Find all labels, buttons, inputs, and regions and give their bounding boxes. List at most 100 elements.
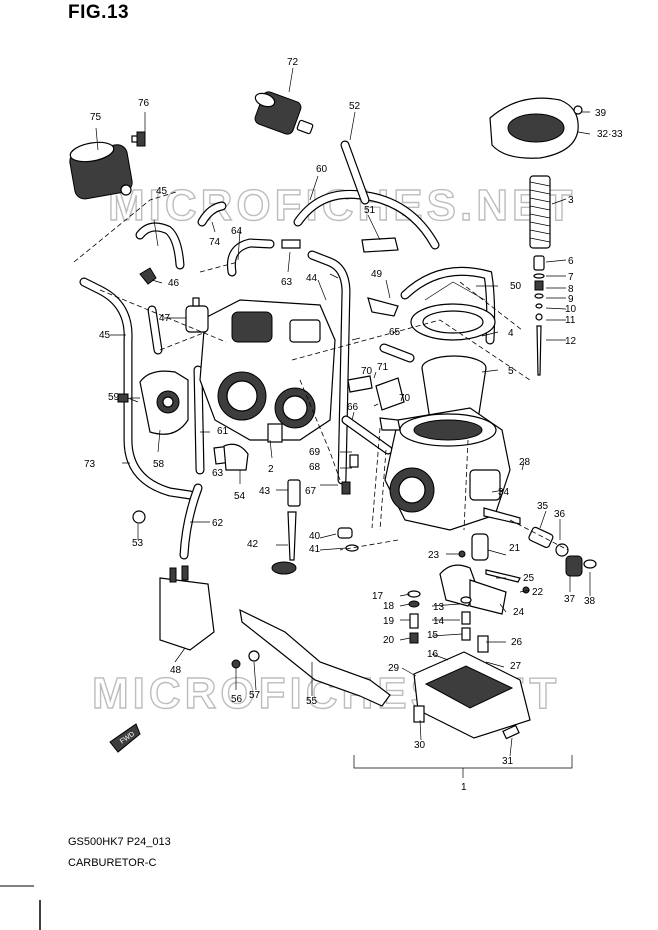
parts-67-69 <box>341 454 359 495</box>
bowl-29 <box>413 635 531 740</box>
callout-19: 19 <box>383 616 395 627</box>
callout-31: 31 <box>502 756 514 767</box>
clamp-54 <box>223 443 249 471</box>
plate-55 <box>239 608 391 707</box>
callout-64: 64 <box>231 226 243 237</box>
callout-56: 56 <box>231 694 243 705</box>
callout-6: 6 <box>568 256 574 267</box>
bolt-76 <box>136 131 146 147</box>
callout-27: 27 <box>510 661 522 672</box>
hose-62 <box>179 483 203 560</box>
callout-73: 73 <box>84 459 96 470</box>
callout-36: 36 <box>554 509 566 520</box>
callout-24: 24 <box>513 607 525 618</box>
screw-42 <box>271 511 297 575</box>
clip-53 <box>132 510 146 524</box>
callout-45-top: 45 <box>156 186 168 197</box>
clip-46 <box>139 267 157 285</box>
spring-3 <box>529 175 551 249</box>
parts-21-25 <box>458 533 530 594</box>
top-cover-32-33 <box>489 97 583 159</box>
joint-49 <box>367 297 399 317</box>
callout-76: 76 <box>138 98 150 109</box>
callout-38: 38 <box>584 596 596 607</box>
callout-63-top: 63 <box>281 277 293 288</box>
callout-16: 16 <box>427 649 439 660</box>
hose-61 <box>193 365 205 475</box>
float-24 <box>439 564 507 615</box>
callout-30: 30 <box>414 740 426 751</box>
callout-51: 51 <box>364 205 376 216</box>
callout-8: 8 <box>568 284 574 295</box>
cap-58 <box>139 370 189 435</box>
callout-18: 18 <box>383 601 395 612</box>
callout-54: 54 <box>234 491 246 502</box>
needle-parts <box>533 255 545 376</box>
callout-3: 3 <box>568 195 574 206</box>
joint-51 <box>361 237 399 253</box>
carburetor-right <box>384 407 511 531</box>
callout-21: 21 <box>509 543 521 554</box>
callout-75: 75 <box>90 112 102 123</box>
callout-23: 23 <box>428 550 440 561</box>
assembly-bracket <box>353 755 573 769</box>
hose-66 <box>341 415 393 455</box>
bolt-56-57 <box>231 650 260 669</box>
hose-64 <box>226 238 275 277</box>
callout-65: 65 <box>389 327 401 338</box>
callout-10: 10 <box>565 304 577 315</box>
callout-62: 62 <box>212 518 224 529</box>
spring-43 <box>287 479 301 507</box>
callout-40: 40 <box>309 531 321 542</box>
fwd-arrow: FWD <box>109 723 141 753</box>
joint-70-71 <box>347 375 405 431</box>
valve-47 <box>185 297 209 333</box>
filter-72 <box>254 91 314 135</box>
callout-42: 42 <box>247 539 259 550</box>
callout-69: 69 <box>309 447 321 458</box>
callout-28: 28 <box>519 457 531 468</box>
callout-72: 72 <box>287 57 299 68</box>
callout-41: 41 <box>309 544 321 555</box>
callout-58: 58 <box>153 459 165 470</box>
callout-63-bottom: 63 <box>212 468 224 479</box>
callout-17: 17 <box>372 591 384 602</box>
callout-15: 15 <box>427 630 439 641</box>
callout-70-right: 70 <box>399 393 411 404</box>
callout-13: 13 <box>433 602 445 613</box>
watermark-top: MICROFICHES.NET <box>108 181 576 230</box>
page-caption: CARBURETOR-C <box>68 857 157 869</box>
hose-74 <box>197 201 227 227</box>
callout-60: 60 <box>316 164 328 175</box>
hose-44 <box>307 250 351 485</box>
callout-44: 44 <box>306 273 318 284</box>
hose-45-73 <box>79 222 195 500</box>
callout-48: 48 <box>170 665 182 676</box>
carburetor-left <box>199 299 336 443</box>
cap-40-41 <box>337 527 359 552</box>
hose-65 <box>379 343 415 363</box>
callout-43: 43 <box>259 486 271 497</box>
callout-34: 34 <box>498 487 510 498</box>
callout-37: 37 <box>564 594 576 605</box>
callout-11: 11 <box>565 315 576 326</box>
callout-4: 4 <box>508 328 514 339</box>
callout-66: 66 <box>347 402 359 413</box>
callout-5: 5 <box>508 366 514 377</box>
callout-49: 49 <box>371 269 383 280</box>
diaphragm-4 <box>410 281 496 341</box>
callout-57: 57 <box>249 690 261 701</box>
callout-52: 52 <box>349 101 361 112</box>
screw-59 <box>117 393 139 403</box>
callout-68: 68 <box>309 462 321 473</box>
callout-1: 1 <box>461 782 467 793</box>
bracket-48 <box>159 565 215 651</box>
callout-74: 74 <box>209 237 221 248</box>
canister-75 <box>69 135 143 200</box>
callout-25: 25 <box>523 573 535 584</box>
callout-20: 20 <box>383 635 395 646</box>
figure-title: FIG.13 <box>68 2 130 23</box>
callout-26: 26 <box>511 637 523 648</box>
callout-32-33: 32·33 <box>597 129 623 140</box>
